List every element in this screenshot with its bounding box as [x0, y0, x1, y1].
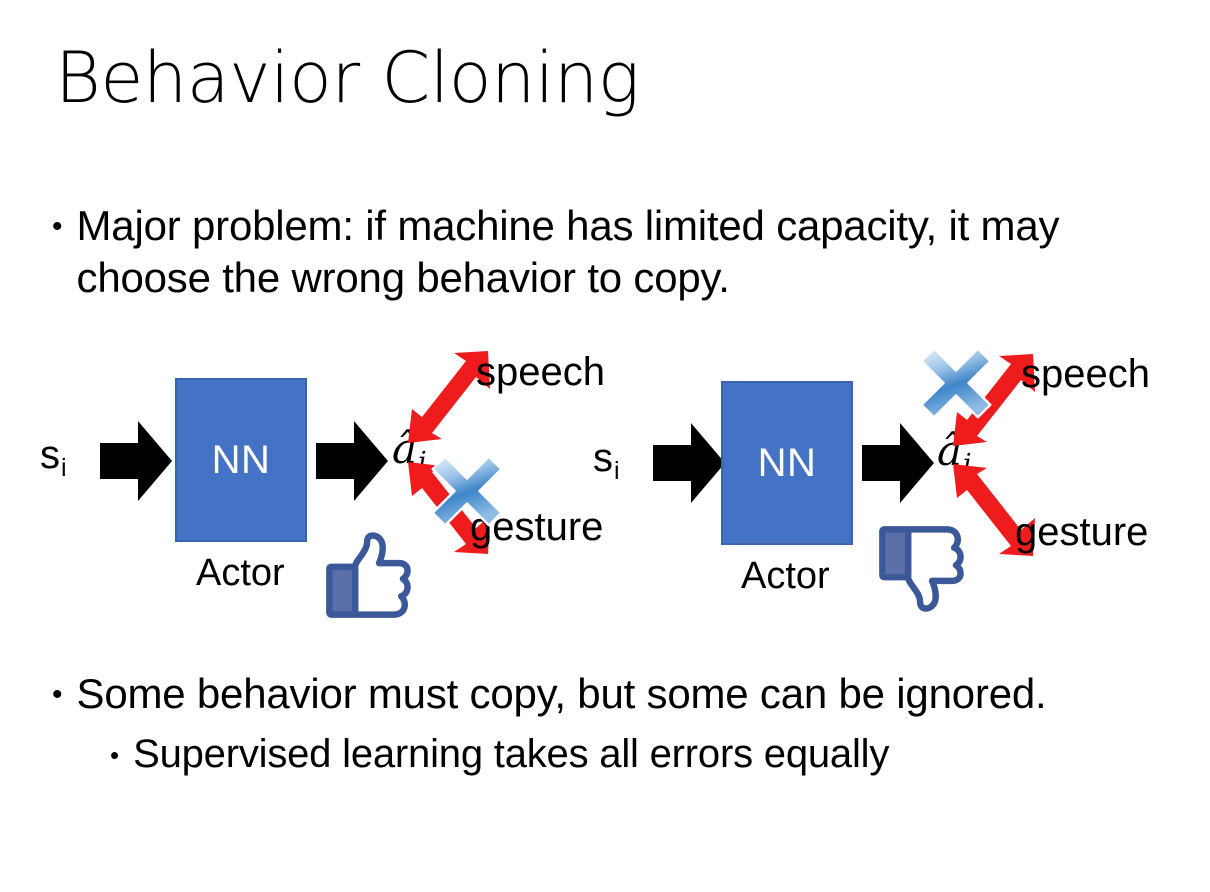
output-label-speech-right: speech [1021, 352, 1150, 396]
input-arrow-right-icon [653, 420, 725, 506]
bullet-text: Supervised learning takes all errors equ… [133, 732, 890, 776]
state-label-left: si [40, 433, 67, 482]
diagram-right-wrong-copy: si NN Actor âi [565, 330, 1165, 640]
cross-out-gesture-icon [428, 452, 506, 530]
actor-label-left: Actor [196, 552, 285, 594]
cross-out-speech-icon [917, 344, 995, 422]
bullet-marker-icon: • [52, 678, 63, 711]
diagram-left-correct-copy: si NN Actor âi [10, 330, 610, 640]
arrow-to-speech-right-icon [951, 348, 1043, 448]
state-label-right: si [593, 436, 620, 485]
thumbs-up-icon [322, 530, 414, 622]
nn-box-right: NN [721, 381, 853, 545]
output-label-gesture-right: gesture [1015, 510, 1149, 554]
input-arrow-left-icon [100, 418, 172, 504]
output-label-speech-left: speech [476, 350, 605, 394]
bullet-supervised-learning: • Supervised learning takes all errors e… [110, 730, 1170, 780]
output-arrow-right-icon [862, 420, 934, 506]
bullet-marker-icon: • [52, 210, 63, 243]
thumbs-down-icon [875, 522, 967, 614]
nn-box-label: NN [757, 440, 817, 485]
arrow-to-speech-left-icon [406, 345, 498, 445]
nn-box-left: NN [175, 378, 307, 542]
bullet-some-behavior: • Some behavior must copy, but some can … [52, 668, 1162, 720]
actor-label-right: Actor [741, 555, 830, 597]
bullet-marker-icon: • [110, 740, 120, 770]
output-arrow-left-icon [316, 418, 388, 504]
bullet-major-problem: • Major problem: if machine has limited … [52, 200, 1132, 304]
arrow-to-gesture-right-icon [951, 462, 1043, 562]
page-title: Behavior Cloning [55, 37, 640, 119]
bullet-text: Some behavior must copy, but some can be… [76, 670, 1047, 717]
bullet-text: Major problem: if machine has limited ca… [76, 202, 1060, 302]
nn-box-label: NN [211, 437, 271, 482]
